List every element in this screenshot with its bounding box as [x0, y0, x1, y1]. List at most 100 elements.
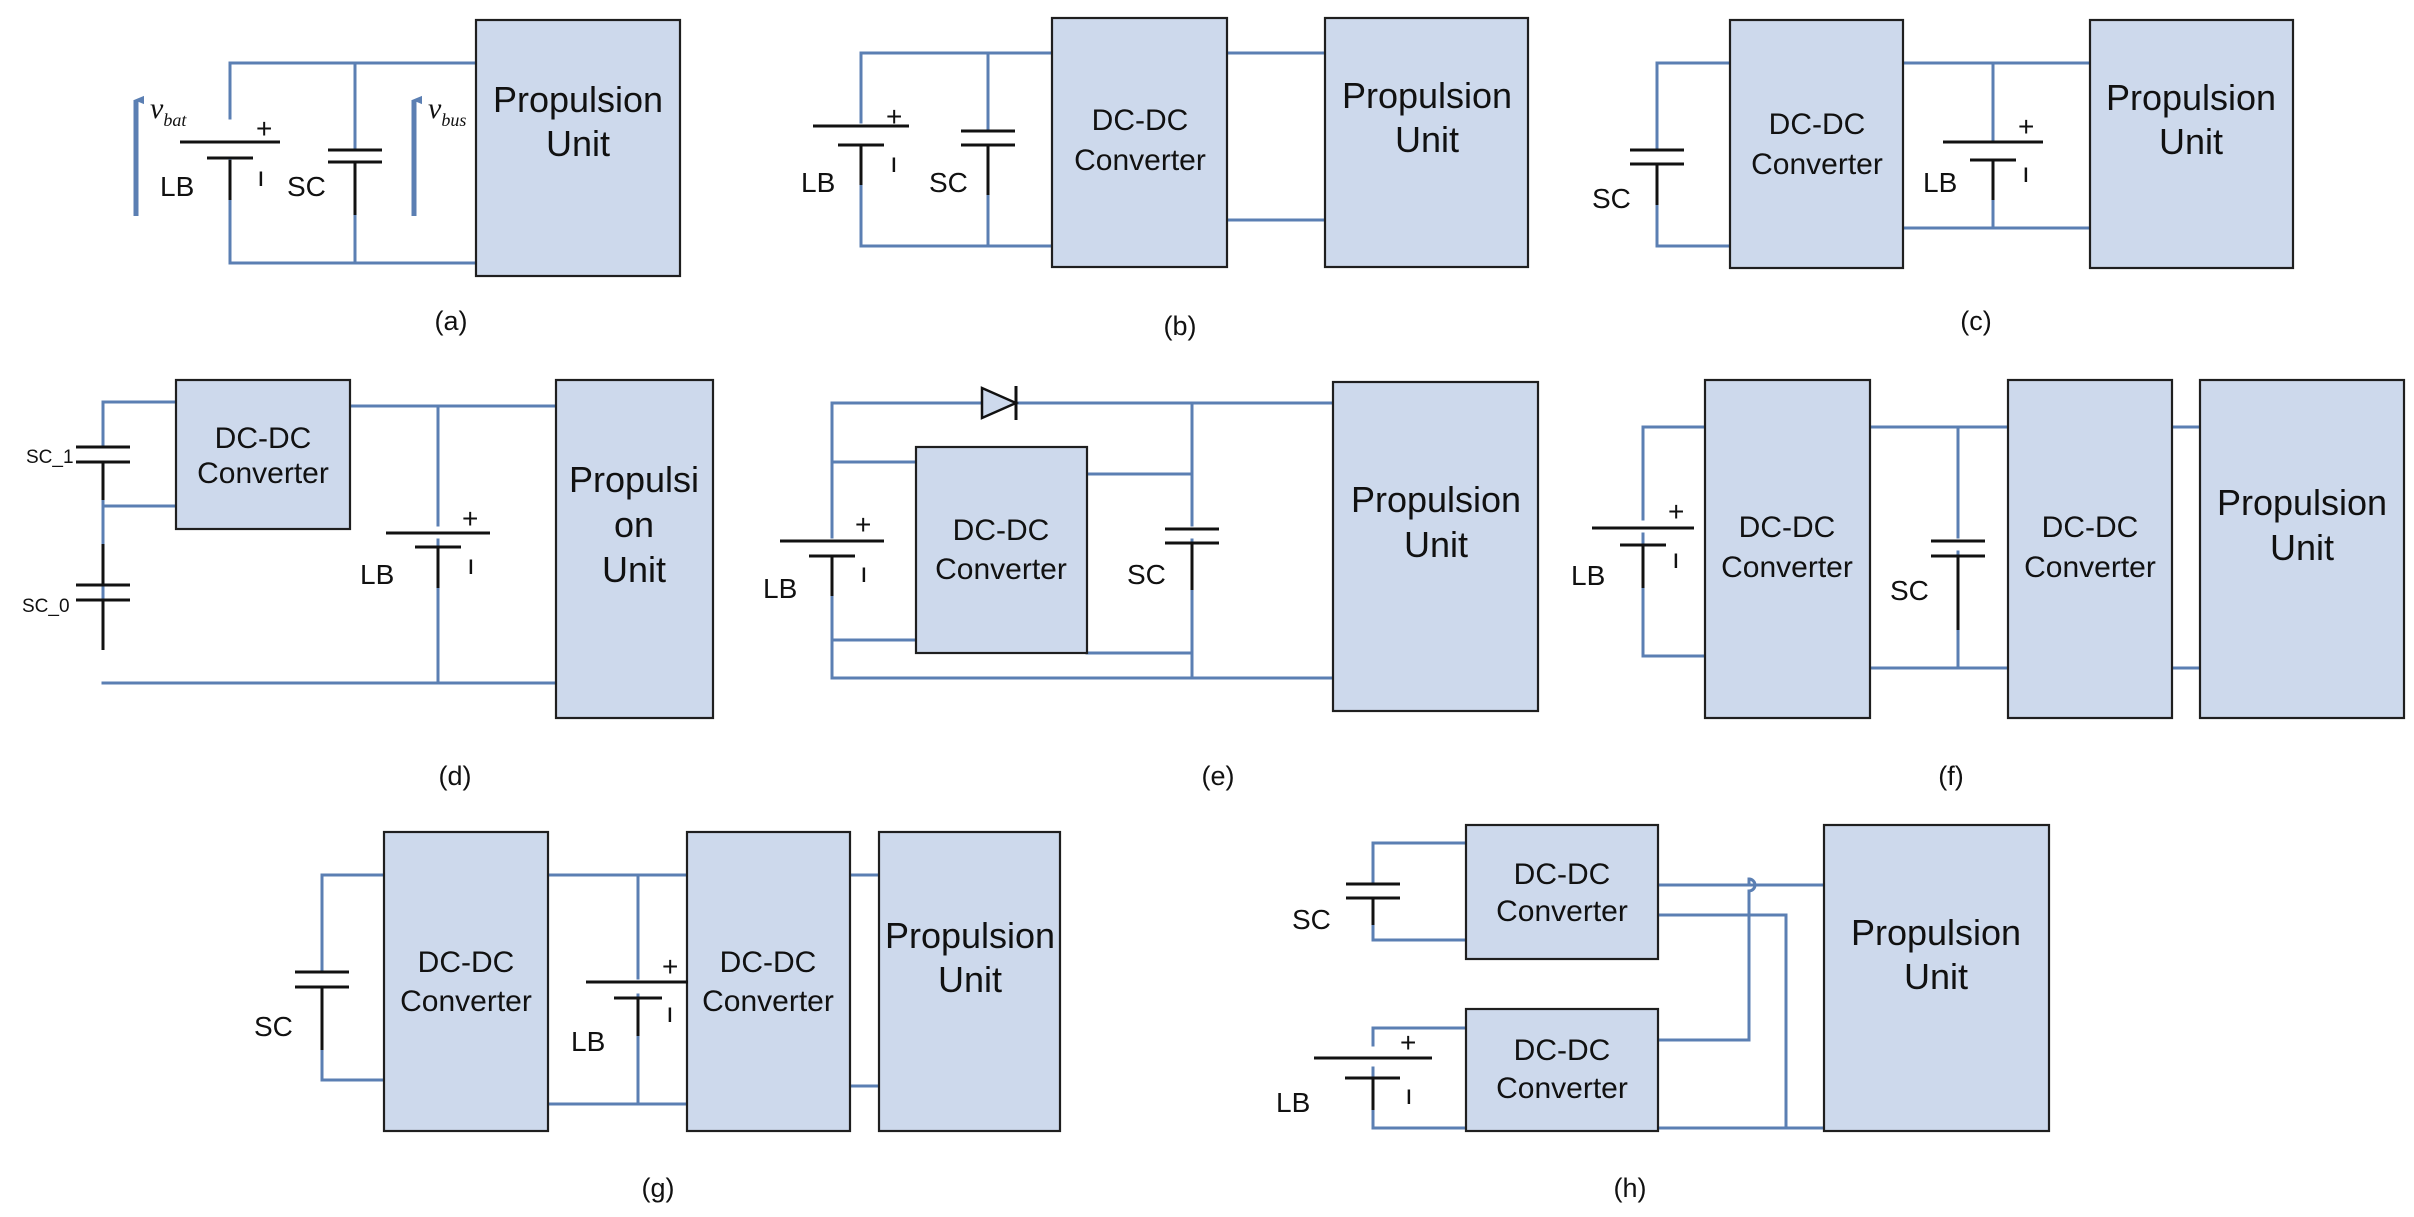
panel-e: DC-DC Converter Propulsion Unit + ı LB S… — [763, 380, 1540, 791]
diode-symbol — [980, 386, 1020, 420]
block-label: Converter — [400, 985, 532, 1018]
propulsion-unit-block — [2088, 18, 2295, 270]
block-label: DC-DC — [1769, 108, 1866, 141]
dcdc-converter-block — [1703, 378, 1872, 720]
dcdc-converter-block — [174, 378, 352, 531]
sc-label: SC — [1890, 575, 1929, 606]
sc-label: SC — [1592, 183, 1631, 214]
block-label: Converter — [197, 457, 329, 490]
block-label: Propulsion — [1342, 75, 1512, 116]
minus-sign: ı — [257, 161, 265, 192]
block-label: on — [614, 504, 654, 545]
minus-sign: ı — [1405, 1079, 1413, 1110]
block-label: Unit — [1904, 956, 1968, 997]
block-label: Unit — [1404, 524, 1468, 565]
plus-sign: + — [1400, 1027, 1416, 1058]
dcdc-converter-block — [1050, 16, 1229, 269]
minus-sign: ı — [860, 557, 868, 588]
vbat-label: vbat — [150, 92, 187, 130]
plus-sign: + — [1668, 496, 1684, 527]
dcdc-converter-block — [1464, 823, 1660, 961]
block-label: DC-DC — [1092, 104, 1189, 137]
minus-sign: ı — [890, 147, 898, 178]
panel-b: DC-DC Converter Propulsion Unit + ı LB S… — [801, 16, 1530, 341]
caption-g: (g) — [642, 1173, 675, 1203]
plus-sign: + — [2018, 111, 2034, 142]
block-label: Unit — [602, 549, 666, 590]
caption-f: (f) — [1938, 761, 1963, 791]
propulsion-unit-block — [1323, 16, 1530, 269]
sc-label: SC — [1292, 904, 1331, 935]
propulsion-unit-block — [877, 830, 1062, 1133]
block-label: DC-DC — [1739, 511, 1836, 544]
plus-sign: + — [462, 503, 478, 534]
block-label: Converter — [1074, 144, 1206, 177]
plus-sign: + — [256, 113, 272, 144]
dcdc-converter-block — [685, 830, 852, 1133]
vbus-label: vbus — [428, 92, 466, 130]
block-label: Propulsion — [2106, 77, 2276, 118]
dcdc-converter-block — [1464, 1007, 1660, 1133]
block-label: Converter — [1721, 551, 1853, 584]
minus-sign: ı — [666, 997, 674, 1028]
dcdc-converter-block — [382, 830, 550, 1133]
lb-label: LB — [571, 1026, 605, 1057]
block-label: Converter — [2024, 551, 2156, 584]
block-label: Converter — [1751, 148, 1883, 181]
block-label: Converter — [1496, 895, 1628, 928]
block-label: Converter — [1496, 1072, 1628, 1105]
sc0-label: SC_0 — [22, 596, 70, 617]
block-label: DC-DC — [953, 514, 1050, 547]
block-label: DC-DC — [2042, 511, 2139, 544]
block-label: Converter — [935, 553, 1067, 586]
caption-e: (e) — [1202, 761, 1235, 791]
panel-h: DC-DC Converter DC-DC Converter Propulsi… — [1276, 823, 2051, 1203]
sc1-label: SC_1 — [26, 447, 74, 468]
block-label: Propulsi — [569, 459, 699, 500]
block-label: Unit — [2159, 121, 2223, 162]
caption-b: (b) — [1164, 311, 1197, 341]
lb-label: LB — [763, 573, 797, 604]
minus-sign: ı — [1672, 543, 1680, 574]
block-label: DC-DC — [215, 422, 312, 455]
dcdc-converter-block — [914, 445, 1089, 655]
minus-sign: ı — [467, 549, 475, 580]
block-label: DC-DC — [720, 946, 817, 979]
panel-c: DC-DC Converter Propulsion Unit + ı LB S… — [1592, 18, 2295, 336]
plus-sign: + — [855, 509, 871, 540]
sc-label: SC — [254, 1011, 293, 1042]
lb-label: LB — [1923, 167, 1957, 198]
block-label: Propulsion — [1351, 479, 1521, 520]
propulsion-unit-block — [474, 18, 682, 278]
panel-f: DC-DC Converter DC-DC Converter Propulsi… — [1571, 378, 2406, 791]
block-label: Unit — [546, 123, 610, 164]
lb-label: LB — [1571, 560, 1605, 591]
dcdc-converter-block — [1728, 18, 1905, 270]
lb-label: LB — [160, 171, 194, 202]
sc-label: SC — [1127, 559, 1166, 590]
block-label: Propulsion — [493, 79, 663, 120]
plus-sign: + — [886, 101, 902, 132]
propulsion-unit-block — [554, 378, 715, 720]
panel-g: DC-DC Converter DC-DC Converter Propulsi… — [254, 830, 1062, 1203]
plus-sign: + — [662, 951, 678, 982]
propulsion-unit-block — [1822, 823, 2051, 1133]
caption-h: (h) — [1614, 1173, 1647, 1203]
block-label: Unit — [2270, 527, 2334, 568]
block-label: DC-DC — [1514, 1034, 1611, 1067]
sc-label: SC — [287, 171, 326, 202]
block-label: Propulsion — [885, 915, 1055, 956]
propulsion-unit-block — [1331, 380, 1540, 713]
propulsion-unit-block — [2198, 378, 2406, 720]
block-label: Converter — [702, 985, 834, 1018]
caption-c: (c) — [1960, 306, 1991, 336]
caption-a: (a) — [435, 306, 468, 336]
lb-label: LB — [801, 167, 835, 198]
lb-label: LB — [1276, 1087, 1310, 1118]
sc-label: SC — [929, 167, 968, 198]
panel-d: DC-DC Converter Propulsi on Unit + ı LB … — [22, 378, 715, 791]
block-label: DC-DC — [418, 946, 515, 979]
block-label: DC-DC — [1514, 858, 1611, 891]
block-label: Propulsion — [2217, 482, 2387, 523]
